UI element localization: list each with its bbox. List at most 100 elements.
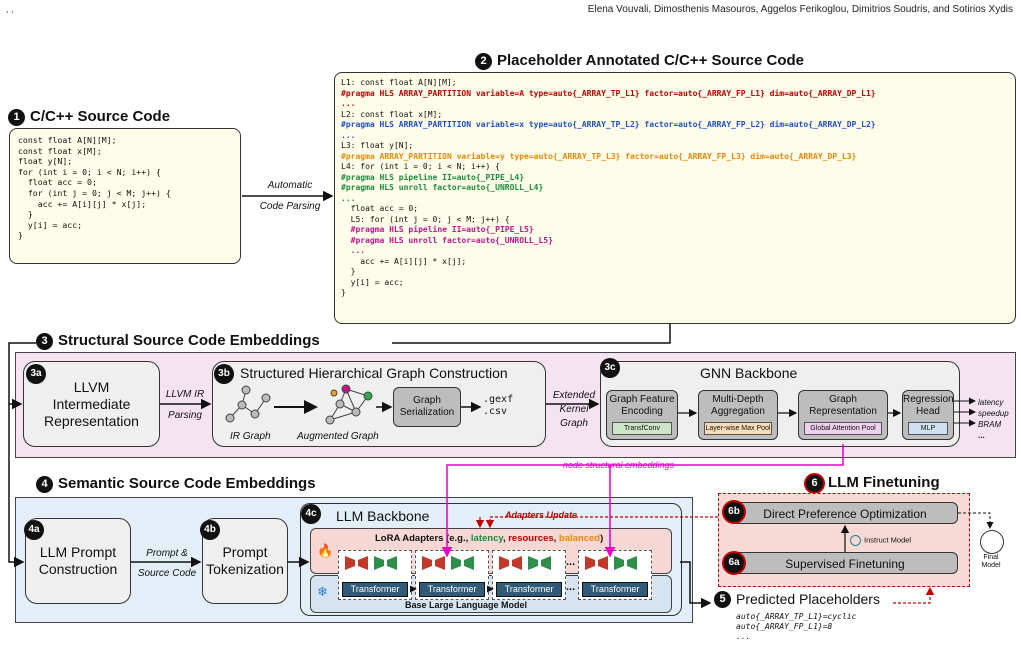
s3-number: 3: [36, 332, 53, 350]
ps-line1: Prompt &: [146, 548, 188, 559]
fire-icon: 🔥: [317, 543, 334, 558]
out-more: ...: [978, 431, 985, 440]
code-l2: L2: const float x[M];: [341, 109, 443, 119]
code-pragma-l3: #pragma ARRAY_PARTITION variable=y type=…: [341, 151, 857, 161]
code-l5: L5: for (int j = 0; j < M; j++) {: [341, 214, 510, 224]
sft-box: Supervised Finetuning: [732, 552, 958, 574]
out-latency: latency: [978, 398, 1004, 407]
s4a-number: 4a: [24, 520, 44, 540]
gnn-title: GNN Backbone: [700, 365, 798, 381]
code-pragma-l4b: #pragma HLS unroll factor=auto{_UNROLL_L…: [341, 183, 544, 192]
s3b-title: Structured Hierarchical Graph Constructi…: [240, 365, 508, 381]
lora-post: ): [600, 533, 604, 544]
snowflake-icon: ❄: [317, 584, 328, 599]
code-c4: y[i] = acc;: [341, 277, 404, 287]
s6b-number: 6b: [724, 502, 744, 522]
s3c-number: 3c: [600, 358, 620, 378]
s1-number: 1: [8, 108, 25, 126]
transfconv-chip: TransfConv: [612, 422, 672, 435]
file-formats: .gexf .csv: [483, 394, 513, 418]
code-pragma-l4a: #pragma HLS pipeline II=auto{_PIPE_L4}: [341, 172, 525, 182]
s5-number: 5: [714, 591, 731, 609]
code-pragma-l2: #pragma HLS ARRAY_PARTITION variable=x t…: [341, 120, 876, 129]
transformer-3: Transformer: [496, 582, 562, 597]
final-model-label: Final Model: [981, 554, 1001, 569]
code-l1: L1: const float A[N][M];: [341, 78, 457, 87]
lora-pre: LoRA Adapters (e.g.,: [375, 533, 471, 544]
gexf-label: .gexf: [483, 394, 514, 405]
out-bram: BRAM: [978, 420, 1002, 429]
code-c5: }: [341, 288, 346, 297]
gr-label: Graph Representation: [809, 394, 877, 417]
transformer-4: Transformer: [582, 582, 648, 597]
auto-parse-line1: Automatic: [267, 180, 313, 191]
s4-title: 4 Semantic Source Code Embeddings: [36, 475, 316, 493]
ps-line2: Source Code: [137, 568, 197, 579]
result-3: ...: [736, 632, 751, 641]
rh-label: Regression Head: [903, 394, 954, 417]
mlp-chip: MLP: [908, 422, 948, 435]
s5-title-text: Predicted Placeholders: [736, 591, 880, 607]
s4b-label: Prompt Tokenization: [206, 544, 284, 577]
adapters-update-label: Adapters Update: [505, 510, 578, 520]
ext-line3: Graph: [560, 418, 588, 429]
ext-kernel-label: Extended Kernel Graph: [548, 389, 600, 431]
s2-code-box: L1: const float A[N][M];#pragma HLS ARRA…: [334, 72, 1016, 324]
s3b-box: [212, 361, 546, 447]
mda-label: Multi-Depth Aggregation: [711, 394, 765, 417]
aug-graph-label: Augmented Graph: [297, 431, 379, 442]
ir-graph-label: IR Graph: [230, 431, 271, 442]
code-pragma-l1: #pragma HLS ARRAY_PARTITION variable=A t…: [341, 88, 876, 98]
transformer-2: Transformer: [419, 582, 485, 597]
s4c-number: 4c: [301, 504, 321, 524]
s6a-number: 6a: [724, 553, 744, 573]
instruct-model-label: Instruct Model: [850, 535, 911, 546]
s5-results: auto{_ARRAY_TP_L1}=cyclic auto{_ARRAY_FP…: [736, 612, 856, 642]
tf-dots-bottom: ...: [566, 581, 576, 593]
attnpool-chip: Global Attention Pool: [804, 422, 882, 435]
code-dots-l1: ...: [341, 99, 356, 108]
graph-serialization-box: Graph Serialization: [393, 387, 461, 427]
csv-label: .csv: [483, 406, 508, 417]
transformer-1: Transformer: [342, 582, 408, 597]
llm-backbone-title: LLM Backbone: [336, 508, 430, 524]
code-dots-l2: ...: [341, 130, 356, 140]
ext-line1: Extended: [552, 390, 596, 401]
s2-title-text: Placeholder Annotated C/C++ Source Code: [497, 52, 805, 69]
s2-number: 2: [475, 52, 492, 70]
s3b-number: 3b: [214, 364, 234, 384]
code-l4: L4: for (int i = 0; i < N; i++) {: [341, 162, 500, 171]
gnn-outputs: latency speedup BRAM ...: [978, 397, 1009, 441]
lora-balanced: balanced: [558, 533, 601, 544]
tf-dots-top: ...: [566, 556, 576, 568]
s4-number: 4: [36, 475, 53, 493]
code-c2: acc += A[i][j] * x[j];: [341, 256, 467, 266]
code-pragma-l5b: #pragma HLS unroll factor=auto{_UNROLL_L…: [341, 235, 553, 245]
out-speedup: speedup: [978, 409, 1009, 418]
maxpool-chip: Layer-wise Max Pool: [704, 422, 772, 435]
lora-title: LoRA Adapters (e.g., latency, resources,…: [375, 533, 603, 544]
code-c1: float acc = 0;: [341, 204, 419, 213]
code-l3: L3: float y[N];: [341, 141, 414, 150]
instruct-model-text: Instruct Model: [864, 535, 912, 545]
auto-parse-label: Automatic Code Parsing: [257, 180, 323, 212]
s6-number: 6: [806, 474, 823, 492]
s4a-label: LLM Prompt Construction: [38, 544, 118, 577]
s2-title: 2 Placeholder Annotated C/C++ Source Code: [475, 52, 804, 70]
code-c3: }: [341, 267, 356, 276]
dpo-box: Direct Preference Optimization: [732, 502, 958, 524]
llvm-line2: Parsing: [168, 410, 202, 421]
code-pragma-l5a: #pragma HLS pipeline II=auto{_PIPE_L5}: [341, 225, 534, 234]
gfe-label: Graph Feature Encoding: [609, 394, 675, 417]
s6-title-text: LLM Finetuning: [828, 474, 940, 491]
result-1: auto{_ARRAY_TP_L1}=cyclic: [736, 612, 857, 621]
s4-title-text: Semantic Source Code Embeddings: [58, 475, 316, 492]
node-embeddings-label: node structural embeddings: [560, 460, 678, 470]
header-left: , ,: [6, 4, 14, 14]
s1-code-box: const float A[N][M]; const float x[M]; f…: [9, 128, 241, 264]
